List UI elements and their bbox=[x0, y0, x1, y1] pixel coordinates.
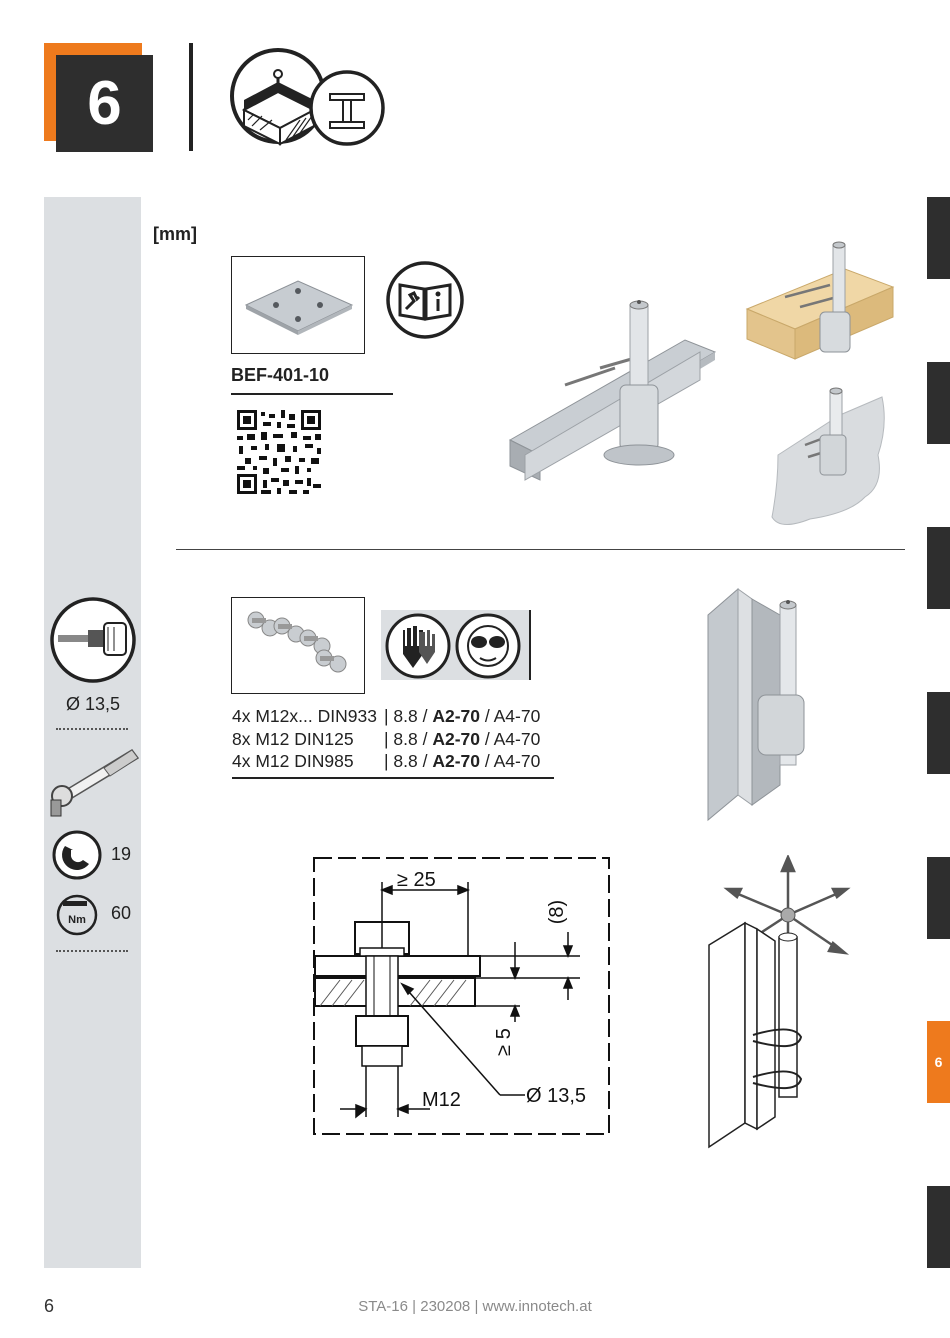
footer-text: STA-16 | 230208 | www.innotech.at bbox=[358, 1298, 592, 1315]
fastener-row: 8x M12 DIN125| 8.8 / A2-70 / A4-70 bbox=[232, 728, 541, 749]
fastener-row: 4x M12x... DIN933| 8.8 / A2-70 / A4-70 bbox=[232, 706, 541, 726]
fastener-underline bbox=[232, 777, 554, 779]
torque-icon: Nm bbox=[56, 894, 98, 936]
concrete-mount-illustration bbox=[771, 387, 885, 525]
fastener-row: 4x M12 DIN985| 8.8 / A2-70 / A4-70 bbox=[232, 751, 541, 771]
wood-mount-illustration bbox=[745, 241, 895, 360]
tool-sidebar bbox=[44, 197, 141, 1268]
chapter-tab-4[interactable] bbox=[927, 692, 950, 774]
fastener-list: 4x M12x... DIN933| 8.8 / A2-70 / A4-70 8… bbox=[232, 705, 540, 773]
mounting-plate-icon bbox=[244, 280, 354, 335]
wrench-size: 19 bbox=[111, 844, 132, 864]
vertical-beam-illustration bbox=[707, 587, 805, 822]
fasteners-image bbox=[231, 597, 365, 694]
bolt-size-label: M12 bbox=[422, 1089, 461, 1111]
torque-value: 60 bbox=[111, 903, 132, 923]
wrench-icon bbox=[52, 830, 102, 880]
qr-code bbox=[237, 410, 321, 494]
chapter-tab-7[interactable] bbox=[927, 1186, 950, 1268]
technical-drawing: ≥ 25 (8) ≥ 5 M12 Ø 13,5 bbox=[313, 857, 610, 1135]
header-divider bbox=[189, 43, 193, 151]
load-direction-diagram bbox=[708, 855, 851, 1149]
unit-label: [mm] bbox=[153, 224, 197, 244]
chapter-tab-1[interactable] bbox=[927, 197, 950, 279]
ppe-panel bbox=[381, 610, 531, 680]
plate-product-image bbox=[231, 256, 365, 354]
torque-wrench-icon bbox=[50, 749, 140, 817]
torque-unit: Nm bbox=[68, 914, 86, 926]
drill-diameter: Ø 13,5 bbox=[66, 694, 121, 714]
gloves-goggles-icons bbox=[385, 613, 521, 679]
chapter-tab-2[interactable] bbox=[927, 362, 950, 444]
bolts-icon bbox=[247, 611, 347, 673]
page-number: 6 bbox=[44, 1296, 55, 1316]
hole-diameter-label: Ø 13,5 bbox=[526, 1085, 586, 1107]
product-underline bbox=[231, 393, 393, 395]
goggles-icon bbox=[455, 613, 521, 679]
dim-top-label: (8) bbox=[546, 900, 568, 924]
chapter-tab-active[interactable]: 6 bbox=[927, 1021, 950, 1103]
dim-depth-label: ≥ 5 bbox=[493, 1028, 515, 1056]
dim-width-label: ≥ 25 bbox=[397, 869, 436, 891]
beam-mount-illustration bbox=[508, 300, 717, 481]
chapter-tab-3[interactable] bbox=[927, 527, 950, 609]
section-divider bbox=[176, 549, 905, 550]
step-number: 6 bbox=[56, 55, 153, 152]
sidebar-separator bbox=[56, 728, 128, 730]
chapter-tab-5[interactable] bbox=[927, 857, 950, 939]
product-label: BEF-401-10 bbox=[231, 365, 330, 385]
manual-icon bbox=[386, 261, 464, 339]
drill-icon bbox=[50, 597, 136, 683]
substrate-wood-steel-icon bbox=[230, 48, 385, 146]
sidebar-separator-2 bbox=[56, 950, 128, 952]
